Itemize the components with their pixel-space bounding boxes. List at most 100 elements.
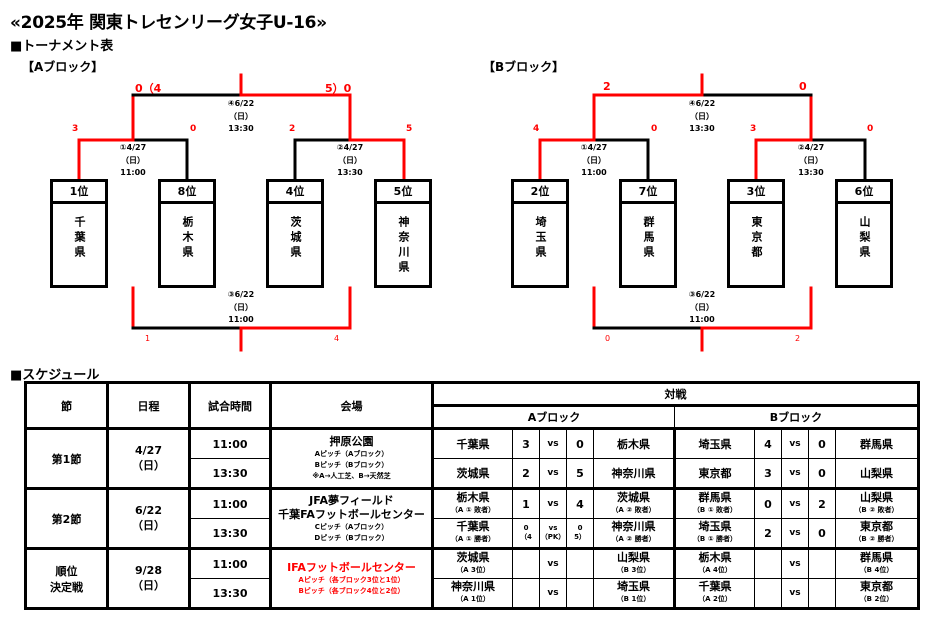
- vs-cell: vs: [781, 458, 809, 490]
- team-qualifier: （A ② 勝者）: [611, 535, 656, 543]
- third-score-left: 0: [605, 334, 611, 343]
- home-team-cell: 栃木県（A 4位）: [674, 548, 755, 579]
- team-qualifier: （A 3位）: [456, 566, 490, 574]
- team-qualifier: （B ② 勝者）: [854, 535, 899, 543]
- away-team-cell: 栃木県: [593, 428, 676, 459]
- away-score-cell: [566, 578, 594, 610]
- team-name: 茨城県: [617, 491, 650, 504]
- time-cell: 13:30: [189, 578, 272, 610]
- away-team-cell: 山梨県（B ② 敗者）: [835, 488, 919, 519]
- match2-score-left: 3: [750, 124, 757, 134]
- away-score-cell: 4: [566, 488, 594, 519]
- team-qualifier: （A ② 敗者）: [611, 506, 656, 514]
- team-name: 千葉県: [456, 520, 490, 533]
- time-cell: 11:00: [189, 428, 272, 459]
- third-score-left: 1: [145, 334, 151, 343]
- away-score-cell: [808, 548, 836, 579]
- team-name: 東京都: [860, 520, 893, 533]
- team-rank: 4位: [269, 182, 321, 204]
- team-name: 茨城県: [456, 466, 490, 480]
- final-match-day: （日）: [229, 111, 253, 121]
- team-qualifier: （A 1位）: [456, 595, 490, 603]
- home-team-cell: 千葉県（A 2位）: [674, 578, 755, 610]
- venue-note: Dピッチ（Bブロック）: [314, 533, 389, 542]
- team-name: 山梨県: [617, 551, 650, 564]
- round-name-line2: 決定戦: [50, 580, 83, 594]
- match-date: 6/22: [135, 504, 162, 517]
- page-title: «2025年 関東トレセンリーグ女子U-16»: [10, 13, 327, 33]
- third-score-right: 4: [334, 334, 340, 343]
- match1-info: ①4/27 （日） 11:00: [559, 142, 629, 180]
- header-block-a: Aブロック: [432, 405, 675, 430]
- team-box: 3位 東京都: [727, 179, 785, 288]
- venue-name-line2: 千葉FAフットボールセンター: [278, 507, 425, 521]
- team-rank: 8位: [161, 182, 213, 204]
- third-match-number: ③6/22: [227, 290, 255, 299]
- third-match-day: （日）: [690, 302, 714, 312]
- team-name: 神奈川県: [397, 216, 410, 276]
- match2-score-left: 2: [289, 124, 296, 134]
- team-qualifier: （B ① 敗者）: [692, 506, 738, 514]
- team-name: 群馬県: [698, 491, 732, 504]
- team-qualifier: （B ② 敗者）: [854, 506, 899, 514]
- team-name: 東京都: [698, 466, 732, 480]
- home-team-cell: 群馬県 （B ① 敗者）: [674, 488, 755, 519]
- header-matchups: 対戦: [432, 382, 919, 407]
- vs-cell: vs: [539, 428, 567, 459]
- vs-cell: vs: [539, 548, 567, 579]
- third-place-info: ③6/22 （日） 11:00: [667, 289, 737, 327]
- away-score-cell: 5: [566, 458, 594, 490]
- away-pk-score: 5）: [574, 533, 586, 541]
- home-score-cell: 3: [512, 428, 540, 459]
- match2-number: ②4/27: [336, 143, 364, 152]
- team-name: 茨城県: [289, 216, 302, 261]
- team-name: 群馬県: [642, 216, 655, 261]
- third-match-number: ③6/22: [688, 290, 716, 299]
- team-box: 1位 千葉県: [50, 179, 108, 288]
- final-score-left: 0（4: [135, 82, 162, 95]
- final-info: ④6/22 （日） 13:30: [667, 98, 737, 136]
- final-score-left: 2: [603, 80, 611, 93]
- team-name: 埼玉県: [698, 520, 732, 533]
- date-cell: 6/22（日）: [107, 488, 191, 550]
- team-name: 神奈川県: [611, 466, 656, 480]
- team-name: 群馬県: [860, 551, 893, 564]
- round-name: 第2節: [51, 512, 82, 526]
- team-box: 6位 山梨県: [835, 179, 893, 288]
- round-cell: 順位決定戦: [25, 548, 109, 610]
- team-name: 千葉県: [73, 216, 86, 261]
- team-box: 5位 神奈川県: [374, 179, 432, 288]
- match2-info: ②4/27 （日） 13:30: [776, 142, 846, 180]
- date-cell: 9/28（日）: [107, 548, 191, 610]
- team-name: 茨城県: [456, 551, 490, 564]
- team-name: 群馬県: [860, 437, 893, 451]
- away-team-cell: 埼玉県（B 1位）: [593, 578, 676, 610]
- bracket-b-lines: [538, 73, 867, 352]
- home-score-cell: [754, 548, 782, 579]
- round-cell: 第1節: [25, 428, 109, 490]
- round-cell: 第2節: [25, 488, 109, 550]
- team-rank: 1位: [53, 182, 105, 204]
- away-team-cell: 茨城県 （A ② 敗者）: [593, 488, 676, 519]
- vs-cell: vs: [781, 578, 809, 610]
- home-team-cell: 栃木県（A ① 敗者）: [432, 488, 513, 519]
- match1-day: （日）: [582, 155, 606, 165]
- venue-name: 押原公園: [329, 435, 374, 448]
- block-b-label: 【Bブロック】: [483, 60, 565, 74]
- match-date: 4/27: [135, 444, 162, 457]
- match2-score-right: 5: [406, 124, 413, 134]
- vs-label: vs: [548, 524, 558, 532]
- home-score: 0: [523, 524, 529, 532]
- time-cell: 11:00: [189, 548, 272, 579]
- time-cell: 11:00: [189, 488, 272, 519]
- schedule-section-heading: ■スケジュール: [10, 368, 100, 383]
- away-score-cell: 2: [808, 488, 836, 519]
- match1-time: 11:00: [120, 168, 146, 177]
- match-day: （日）: [132, 459, 165, 472]
- venue-note: Bピッチ（各ブロック4位と2位）: [298, 586, 405, 595]
- venue-name: JFA夢フィールド: [309, 493, 394, 507]
- venue-note: Cピッチ（Aブロック）: [314, 522, 389, 531]
- home-pk-score: （4: [520, 533, 532, 541]
